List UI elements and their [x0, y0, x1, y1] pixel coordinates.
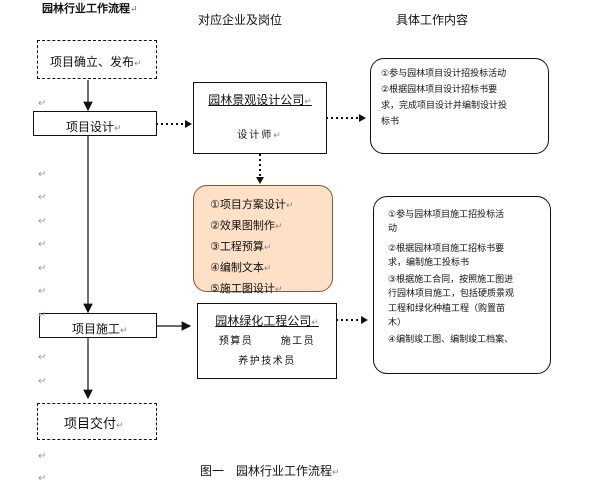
column-header-company: 对应企业及岗位: [198, 13, 283, 27]
design-task-4: ④编制文本: [210, 261, 264, 274]
design-company-box: 园林景观设计公司↵ 设计师↵: [193, 82, 327, 154]
step-project-design: 项目设计↵: [33, 111, 157, 136]
design-tasks-box: ①项目方案设计↵ ②效果图制作↵ ③工程预算↵ ④编制文本↵ ⑤施工图设计↵: [193, 185, 333, 295]
design-content-box: ①参与园林项目设计招投标活动 ②根据园林项目设计招标书要 求，完成项目设计并编制…: [370, 58, 549, 154]
margin-paragraph-marks-lower: ↵↵: [38, 352, 47, 387]
design-task-5: ⑤施工图设计: [210, 282, 275, 295]
design-task-2: ②效果图制作: [210, 219, 275, 232]
construction-content-line-2: 动: [388, 224, 398, 235]
step-project-delivery: 项目交付↵: [37, 403, 157, 440]
figure-caption: 图一 园林行业工作流程↵: [200, 464, 340, 478]
design-role: 设计师: [237, 130, 274, 142]
design-content-line-2: ②根据园林项目设计招标书要: [381, 85, 498, 95]
margin-paragraph-marks-bottom: ↵↵: [38, 451, 47, 484]
construction-company-name: 园林绿化工程公司: [215, 314, 312, 328]
construction-content-line-9: ④编制竣工图、编制竣工档案、: [388, 335, 514, 346]
construction-content-line-1: ①参与园林项目施工招投标活: [388, 210, 505, 220]
design-content-line-4: 标书: [381, 117, 400, 127]
step-project-launch: 项目确立、发布↵: [37, 40, 157, 79]
construction-company-box: 园林绿化工程公司↵ 预算员 施工员 养护技术员: [197, 303, 337, 379]
construction-content-box: ①参与园林项目施工招投标活 动 ②根据园林项目施工招标书要 求，编制施工投标书 …: [373, 196, 551, 374]
role-budget: 预算员: [218, 336, 254, 348]
column-header-content: 具体工作内容: [396, 13, 469, 27]
construction-content-line-6: 行园林项目施工，包括硬质景观: [388, 289, 515, 300]
design-company-name: 园林景观设计公司: [208, 93, 305, 107]
margin-paragraph-marks: ↵ ↵↵↵ ↵↵↵ ↵: [38, 98, 47, 321]
design-task-1: ①项目方案设计: [210, 198, 286, 211]
design-content-line-1: ①参与园林项目设计招投标活动: [381, 69, 507, 79]
construction-content-line-4: 求，编制施工投标书: [388, 257, 470, 268]
diagram-title: 园林行业工作流程↵: [42, 2, 138, 15]
design-content-line-3: 求，完成项目设计并编制设计投: [381, 101, 508, 111]
construction-content-line-8: 木）: [388, 318, 407, 329]
role-maintenance: 养护技术员: [238, 355, 296, 367]
construction-content-line-7: 工程和绿化种植工程（购置苗: [388, 303, 506, 314]
design-task-3: ③工程预算: [210, 240, 264, 253]
construction-content-line-3: ②根据园林项目施工招标书要: [388, 243, 505, 254]
role-construction: 施工员: [280, 336, 316, 348]
construction-content-line-5: ③根据施工合同，按照施工图进: [388, 275, 514, 286]
step-project-construction: 项目施工↵: [39, 313, 157, 338]
